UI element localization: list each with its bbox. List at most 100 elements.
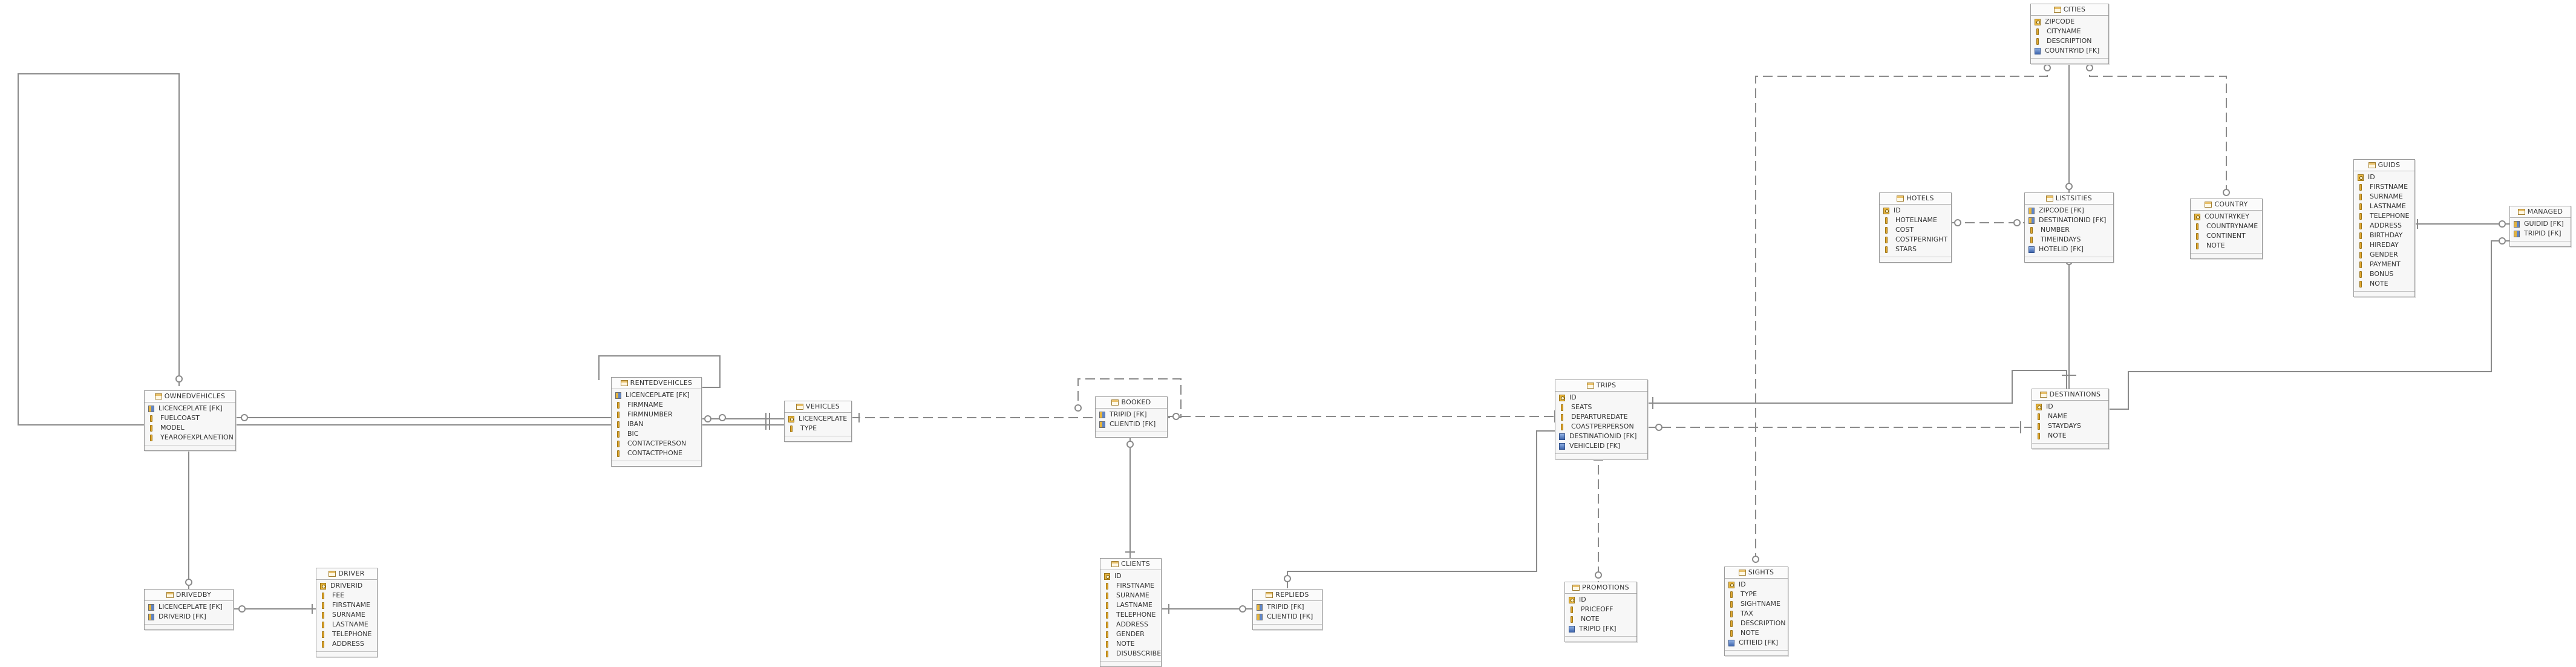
column-row[interactable]: ID (1559, 393, 1644, 402)
column-row[interactable]: COST (1883, 225, 1947, 235)
entity-header[interactable]: DESTINATIONS (2032, 389, 2108, 401)
entity-header[interactable]: MANAGED (2510, 206, 2571, 218)
column-row[interactable]: CONTINENT (2194, 231, 2258, 241)
column-row[interactable]: NUMBER (2028, 225, 2110, 235)
column-row[interactable]: TELEPHONE (2358, 211, 2411, 221)
column-row[interactable]: DEPARTUREDATE (1559, 412, 1644, 422)
column-row[interactable]: DRIVERID (320, 581, 373, 591)
entity-header[interactable]: BOOKED (1096, 397, 1167, 409)
column-row[interactable]: FIRMNAME (615, 400, 698, 410)
column-row[interactable]: DISUBSCRIBE (1104, 649, 1161, 659)
column-row[interactable]: HOTELNAME (1883, 215, 1947, 225)
column-row[interactable]: HOTELID [FK] (2028, 245, 2110, 254)
column-row[interactable]: HIREDAY (2358, 240, 2411, 250)
entity-header[interactable]: OWNEDVEHICLES (145, 391, 235, 402)
column-row[interactable]: DESCRIPTION (1728, 619, 1785, 628)
column-row[interactable]: TYPE (788, 424, 848, 433)
column-row[interactable]: FIRSTNAME (1104, 581, 1157, 591)
column-row[interactable]: DESTINATIONID [FK] (2028, 215, 2110, 225)
column-row[interactable]: ADDRESS (1104, 620, 1157, 629)
column-row[interactable]: FIRSTNAME (320, 600, 373, 610)
column-row[interactable]: COUNTRYKEY (2194, 212, 2258, 222)
column-row[interactable]: PRICEOFF (1569, 605, 1633, 614)
entity-header[interactable]: GUIDS (2354, 160, 2414, 171)
column-row[interactable]: FIRSTNAME (2358, 182, 2411, 192)
column-row[interactable]: BONUS (2358, 269, 2411, 279)
entity-header[interactable]: REPLIEDS (1253, 590, 1322, 601)
column-row[interactable]: ID (1728, 580, 1784, 590)
column-row[interactable]: LICENCEPLATE [FK] (615, 390, 698, 400)
column-row[interactable]: TAX (1728, 609, 1784, 619)
entity-header[interactable]: RENTEDVEHICLES (612, 378, 701, 389)
entity-header[interactable]: HOTELS (1880, 193, 1951, 205)
column-row[interactable]: COASTPERPERSON (1559, 422, 1644, 432)
column-row[interactable]: NOTE (2358, 279, 2411, 289)
column-row[interactable]: TELEPHONE (1104, 610, 1157, 620)
column-row[interactable]: NOTE (2036, 431, 2105, 441)
column-row[interactable]: SIGHTNAME (1728, 599, 1784, 609)
entity-header[interactable]: PROMOTIONS (1565, 582, 1636, 594)
column-row[interactable]: CLIENTID [FK] (1257, 612, 1318, 622)
entity-header[interactable]: DRIVER (316, 568, 377, 580)
column-row[interactable]: CITYNAME (2035, 27, 2105, 36)
column-row[interactable]: TIMEINDAYS (2028, 235, 2110, 245)
entity-header[interactable]: DRIVEDBY (145, 590, 233, 601)
column-row[interactable]: ADDRESS (2358, 221, 2411, 231)
column-row[interactable]: ID (1883, 206, 1947, 215)
column-row[interactable]: TELEPHONE (320, 629, 373, 639)
column-row[interactable]: GUIDID [FK] (2514, 219, 2567, 229)
column-row[interactable]: ZIPCODE (2035, 17, 2105, 27)
column-row[interactable]: ID (2036, 402, 2105, 412)
entity-header[interactable]: CLIENTS (1100, 559, 1161, 570)
column-row[interactable]: NOTE (2194, 241, 2258, 251)
column-row[interactable]: PAYMENT (2358, 260, 2411, 269)
column-row[interactable]: LICENCEPLATE (788, 414, 848, 424)
column-row[interactable]: LASTNAME (320, 620, 373, 629)
column-row[interactable]: BIRTHDAY (2358, 231, 2411, 240)
column-row[interactable]: NOTE (1569, 614, 1633, 624)
column-row[interactable]: ZIPCODE [FK] (2028, 206, 2110, 215)
column-row[interactable]: COUNTRYID [FK] (2035, 46, 2105, 56)
column-row[interactable]: VEHICLEID [FK] (1559, 441, 1644, 451)
column-row[interactable]: DESTINATIONID [FK] (1559, 432, 1644, 441)
column-row[interactable]: MODEL (148, 423, 232, 433)
column-row[interactable]: SURNAME (320, 610, 373, 620)
column-row[interactable]: GENDER (1104, 629, 1157, 639)
entity-header[interactable]: COUNTRY (2191, 199, 2262, 211)
column-row[interactable]: NAME (2036, 412, 2105, 421)
entity-header[interactable]: LISTSITIES (2025, 193, 2113, 205)
column-row[interactable]: TRIPID [FK] (1569, 624, 1633, 634)
column-row[interactable]: TRIPID [FK] (2514, 229, 2567, 238)
column-row[interactable]: CONTACTPHONE (615, 448, 698, 458)
column-row[interactable]: DRIVERID [FK] (148, 612, 229, 622)
entity-header[interactable]: VEHICLES (785, 401, 851, 413)
column-row[interactable]: IBAN (615, 419, 698, 429)
column-row[interactable]: YEAROFEXPLANETION (148, 433, 234, 442)
column-row[interactable]: ID (1104, 571, 1157, 581)
column-row[interactable]: TRIPID [FK] (1257, 602, 1318, 612)
column-row[interactable]: FIRMNUMBER (615, 410, 698, 419)
column-row[interactable]: STARS (1883, 245, 1947, 254)
column-row[interactable]: CONTACTPERSON (615, 439, 698, 448)
column-row[interactable]: FUELCOAST (148, 413, 232, 423)
column-row[interactable]: GENDER (2358, 250, 2411, 260)
column-row[interactable]: CITIEID [FK] (1728, 638, 1784, 648)
column-row[interactable]: NOTE (1104, 639, 1157, 649)
column-row[interactable]: LASTNAME (1104, 600, 1157, 610)
